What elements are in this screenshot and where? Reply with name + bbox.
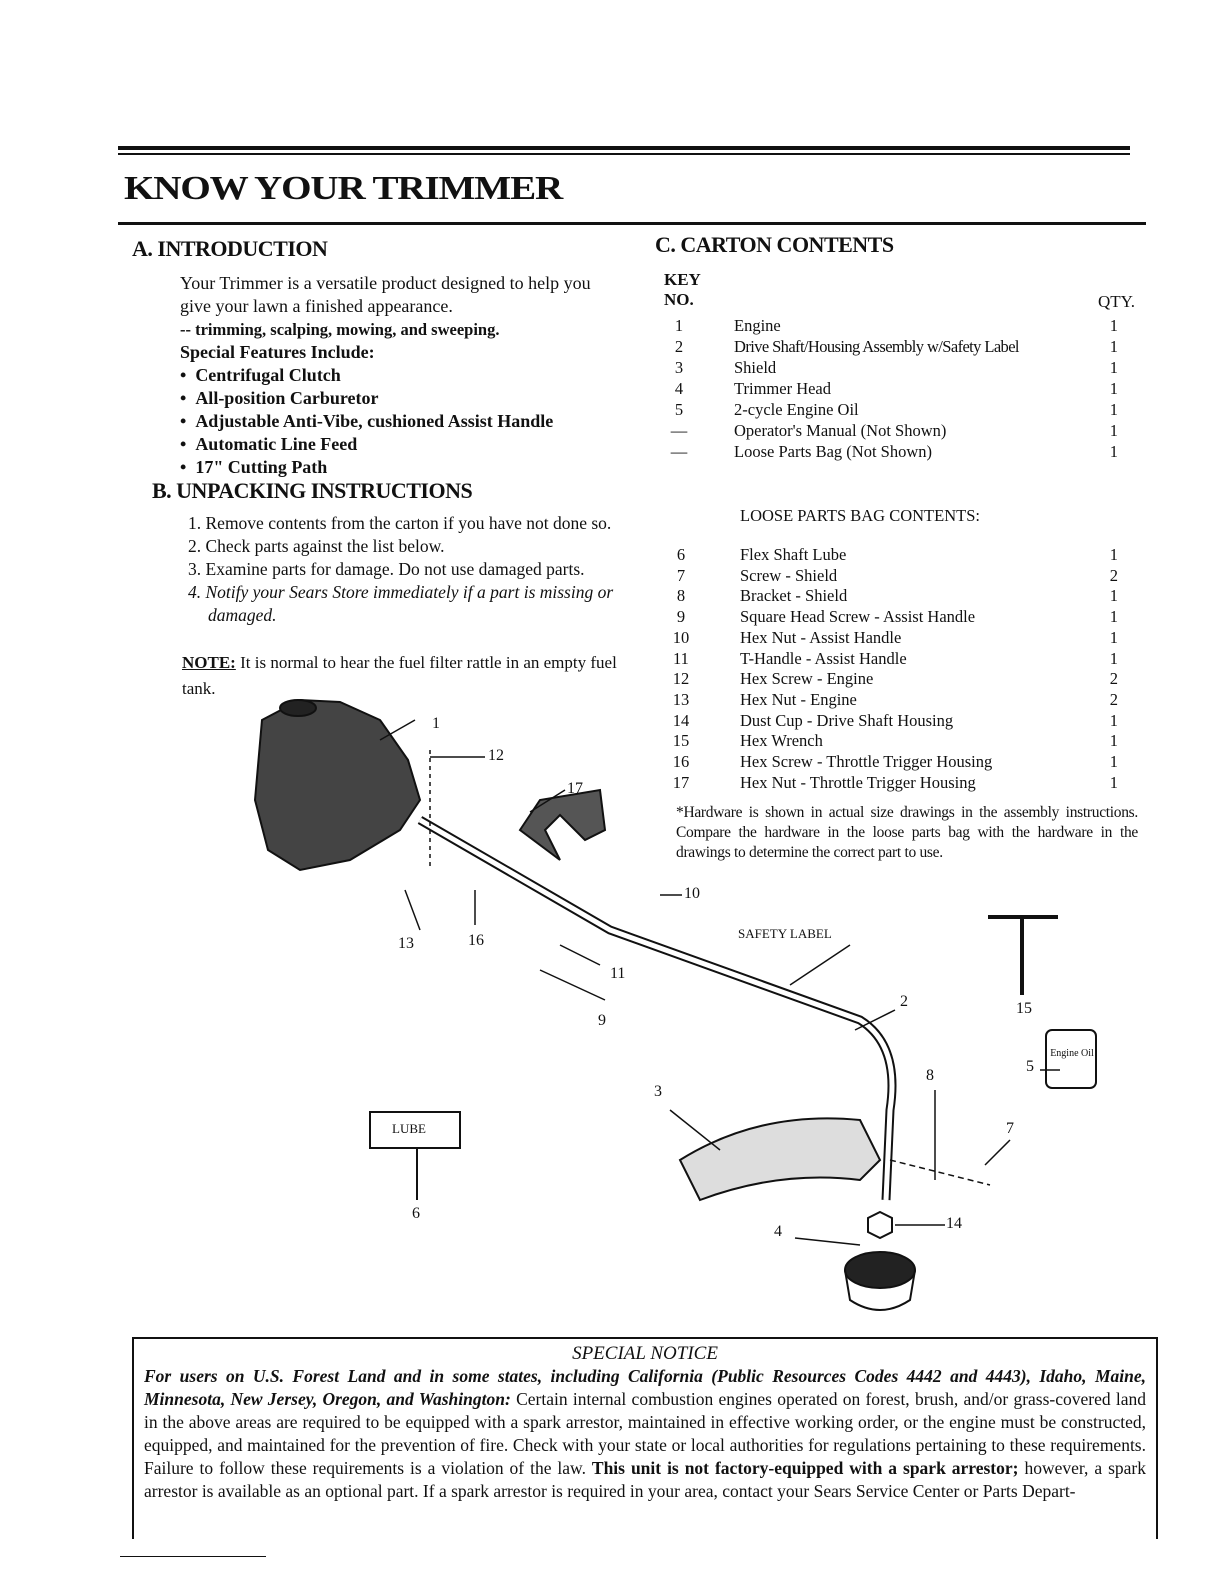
callout-11: 11 — [610, 965, 626, 982]
lube-label: LUBE — [392, 1121, 426, 1136]
feature-item: • Adjustable Anti-Vibe, cushioned Assist… — [180, 411, 554, 431]
feature-item: • 17" Cutting Path — [180, 457, 328, 477]
intro-section: Your Trimmer is a versatile product desi… — [180, 272, 620, 479]
qty-label: QTY. — [1098, 292, 1135, 311]
page-title: KNOW YOUR TRIMMER — [124, 170, 563, 207]
callout-1: 1 — [432, 715, 440, 732]
callout-10: 10 — [684, 885, 700, 902]
lube-tube-drawing — [369, 1111, 461, 1149]
intro-text: Your Trimmer is a versatile product desi… — [180, 273, 591, 316]
callout-9: 9 — [598, 1012, 606, 1029]
note-label: NOTE: — [182, 653, 236, 672]
intro-heading: A. INTRODUCTION — [132, 236, 328, 261]
footer-rule — [120, 1556, 266, 1557]
unpacking-heading: B. UNPACKING INSTRUCTIONS — [152, 478, 473, 503]
callout-7: 7 — [1006, 1120, 1014, 1137]
callout-6: 6 — [412, 1205, 420, 1222]
hex-wrench-drawing — [988, 915, 1058, 995]
feature-item: • All-position Carburetor — [180, 388, 379, 408]
safety-label-callout: SAFETY LABEL — [738, 926, 832, 941]
callout-2: 2 — [900, 993, 908, 1010]
step-item: 1. Remove contents from the carton if yo… — [188, 513, 612, 533]
special-notice-box: SPECIAL NOTICE For users on U.S. Forest … — [132, 1337, 1158, 1539]
callout-16: 16 — [468, 932, 484, 949]
callout-13: 13 — [398, 935, 414, 952]
hardware-note: *Hardware is shown in actual size drawin… — [676, 804, 1138, 861]
feature-item: • Centrifugal Clutch — [180, 365, 341, 385]
callout-8: 8 — [926, 1067, 934, 1084]
oil-can-drawing — [1045, 1029, 1097, 1089]
trimmer-head-drawing — [844, 1251, 916, 1289]
notice-heading: SPECIAL NOTICE — [572, 1343, 718, 1364]
unpacking-note: NOTE: It is normal to hear the fuel filt… — [182, 650, 622, 702]
note-text: It is normal to hear the fuel filter rat… — [182, 653, 617, 698]
feature-item: • Automatic Line Feed — [180, 434, 358, 454]
table-row: —Loose Parts Bag (Not Shown)1 — [670, 442, 1118, 461]
engine-drawing — [253, 698, 422, 872]
step-item: 4. Notify your Sears Store immediately i… — [188, 582, 614, 625]
oil-can-label: Engine Oil — [1050, 1048, 1094, 1059]
callout-3: 3 — [654, 1083, 662, 1100]
callout-4: 4 — [774, 1223, 782, 1240]
title-rule — [118, 222, 1146, 225]
table-row: —Operator's Manual (Not Shown)1 — [670, 421, 1118, 440]
loose-parts-heading: LOOSE PARTS BAG CONTENTS: — [740, 506, 980, 525]
features-heading: Special Features Include: — [180, 342, 375, 362]
callout-12: 12 — [488, 747, 504, 764]
notice-text: For users on U.S. Forest Land and in som… — [144, 1366, 1147, 1501]
no-label: NO. — [664, 290, 694, 309]
assist-handle-drawing — [518, 788, 607, 861]
callout-15: 15 — [1016, 1000, 1032, 1017]
step-item: 2. Check parts against the list below. — [188, 536, 445, 556]
top-rule-thin — [118, 153, 1130, 155]
shield-drawing — [678, 1117, 882, 1202]
top-rule — [118, 146, 1130, 150]
step-item: 3. Examine parts for damage. Do not use … — [188, 559, 585, 579]
callout-5: 5 — [1026, 1058, 1034, 1075]
key-label: KEY — [664, 270, 701, 289]
intro-uses: -- trimming, scalping, mowing, and sweep… — [180, 320, 500, 339]
callout-17: 17 — [567, 780, 583, 797]
unpacking-steps: 1. Remove contents from the carton if yo… — [188, 512, 618, 627]
carton-heading: C. CARTON CONTENTS — [655, 232, 894, 257]
callout-14: 14 — [946, 1215, 962, 1232]
